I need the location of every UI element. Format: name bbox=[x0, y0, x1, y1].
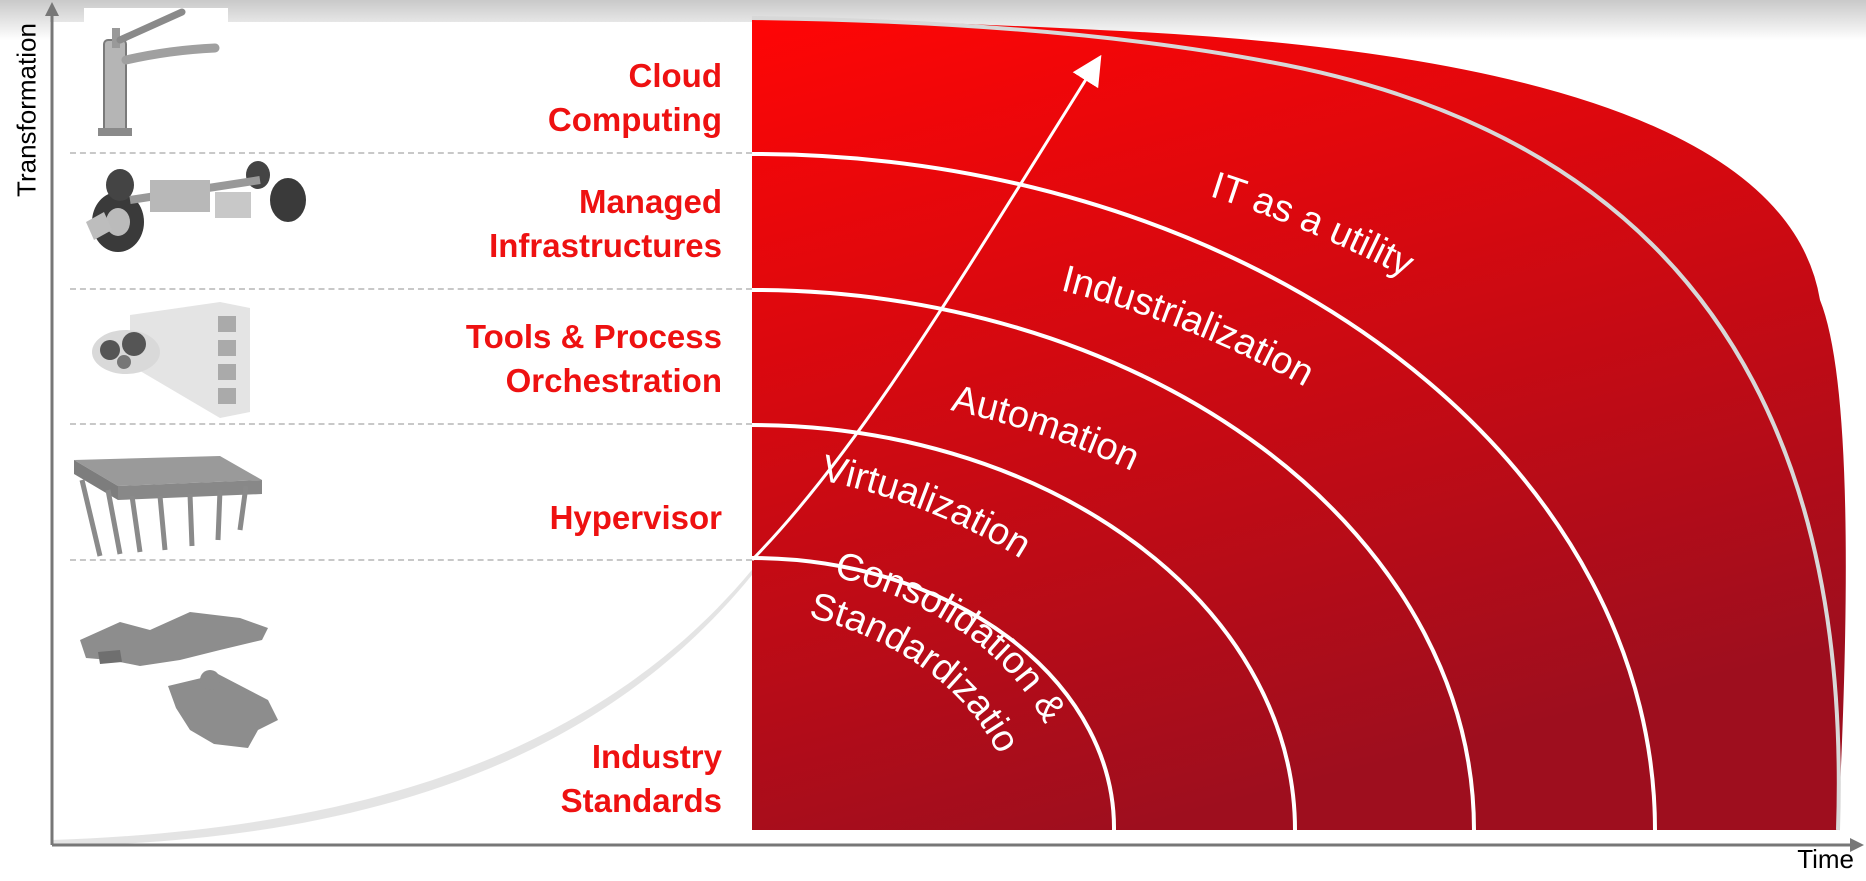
arc-industrialization bbox=[751, 152, 1657, 831]
left-panel bbox=[50, 22, 755, 842]
layer-divider bbox=[70, 423, 752, 425]
layer-divider bbox=[70, 559, 752, 561]
y-axis-label: Transformation bbox=[11, 23, 42, 197]
maturity-area bbox=[752, 18, 1846, 830]
layer-label-hypervisor: Hypervisor bbox=[549, 499, 722, 536]
faucet-icon bbox=[84, 8, 228, 140]
layer-label-cloud-computing: Cloud Computing bbox=[547, 57, 722, 138]
y-axis-arrow-icon bbox=[45, 2, 59, 16]
layer-label-managed-infrastructures: Managed Infrastructures bbox=[489, 183, 722, 264]
layer-label-industry-standards: Industry Standards bbox=[560, 738, 722, 819]
x-axis-label: Time bbox=[1797, 844, 1854, 874]
layer-divider bbox=[70, 152, 752, 154]
puzzle-pieces-icon bbox=[80, 612, 278, 748]
layer-label-tools-process: Tools & Process Orchestration bbox=[465, 318, 722, 399]
arc-consolidation bbox=[751, 556, 1117, 831]
arc-virtualization bbox=[751, 423, 1297, 831]
gears-process-icon bbox=[92, 302, 250, 418]
growth-curve-shadow bbox=[52, 560, 760, 846]
cube-grid-icon bbox=[74, 456, 262, 557]
car-chassis-icon bbox=[86, 161, 306, 252]
growth-arrow bbox=[750, 54, 1102, 562]
layer-divider bbox=[70, 288, 752, 290]
maturity-outer-edge bbox=[751, 16, 1841, 831]
x-axis-arrow-icon bbox=[1850, 838, 1864, 852]
arc-automation bbox=[751, 288, 1476, 831]
